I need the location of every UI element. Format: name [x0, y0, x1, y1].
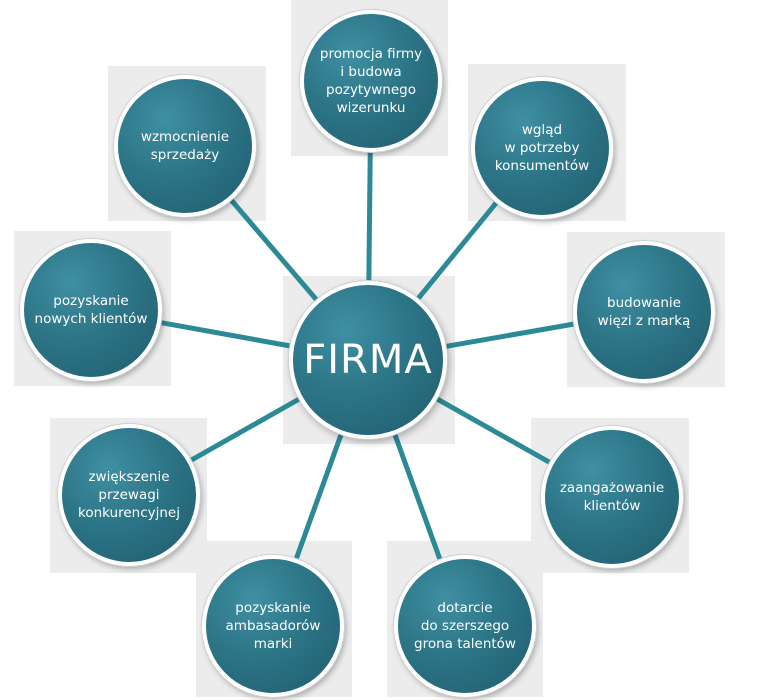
node-talenty: dotarcie do szerszego grona talentów: [394, 555, 536, 697]
node-ambasadorzy: pozyskanie ambasadorów marki: [202, 555, 344, 697]
node-label-przewaga: zwiększenie przewagi konkurencyjnej: [77, 469, 180, 521]
node-wglad: wgląd w potrzeby konsumentów: [471, 77, 613, 219]
node-label-klienci: pozyskanie nowych klientów: [34, 293, 148, 327]
node-sprzedaz: wzmocnienie sprzedaży: [114, 75, 256, 217]
node-label-promocja: promocja firmy i budowa pozytywnego wize…: [319, 46, 423, 116]
node-label-ambasadorzy: pozyskanie ambasadorów marki: [225, 600, 321, 652]
node-label-sprzedaz: wzmocnienie sprzedaży: [140, 129, 230, 163]
node-label-wiezi: budowanie więzi z marką: [597, 295, 691, 329]
node-przewaga: zwiększenie przewagi konkurencyjnej: [58, 424, 200, 566]
center-label: FIRMA: [303, 337, 433, 383]
node-label-talenty: dotarcie do szerszego grona talentów: [414, 600, 516, 652]
node-label-wglad: wgląd w potrzeby konsumentów: [494, 122, 590, 174]
node-promocja: promocja firmy i budowa pozytywnego wize…: [300, 10, 442, 152]
node-label-zaangazowanie: zaangażowanie klientów: [559, 480, 665, 514]
center-node-firma: FIRMA: [289, 281, 447, 439]
node-zaangazowanie: zaangażowanie klientów: [541, 426, 683, 568]
node-klienci: pozyskanie nowych klientów: [20, 239, 162, 381]
node-wiezi: budowanie więzi z marką: [573, 241, 715, 383]
